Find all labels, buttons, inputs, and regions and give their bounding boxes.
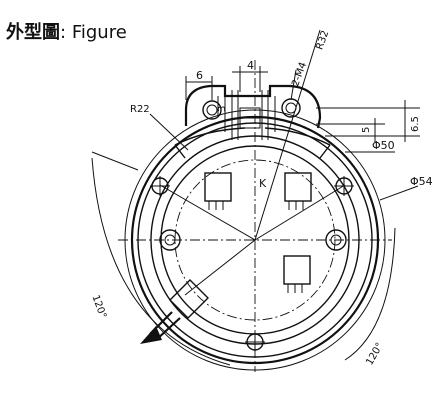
mount-hole-right — [281, 98, 301, 118]
hole-left — [159, 229, 181, 251]
k-label: K — [259, 177, 267, 190]
mount-hole-left — [202, 100, 222, 120]
hole-left-inner — [164, 234, 176, 246]
m4-leader — [290, 69, 297, 101]
mounting-lug — [184, 84, 322, 140]
title-separator: : — [60, 22, 67, 43]
hole-right-outer — [325, 229, 347, 251]
brush-holder-left-body — [204, 172, 232, 202]
brush-holder-right-body — [284, 172, 312, 202]
hole-right-inner — [330, 234, 342, 246]
mount-hole-right-inner — [285, 102, 297, 114]
brush-holder-bottom-body — [283, 255, 311, 285]
dim-5-label: 5 — [361, 127, 372, 133]
figure-title: 外型圖: Figure — [6, 18, 127, 44]
r32-label: R32 — [314, 29, 331, 51]
radial-line-lower — [184, 239, 256, 296]
r22-sleeve — [174, 127, 331, 159]
brush-holder-left — [204, 172, 232, 210]
radial-line-left — [159, 184, 256, 241]
angle-arc-left-tick — [91, 151, 139, 171]
r32-leader — [254, 29, 321, 241]
cable-gland — [169, 279, 209, 319]
lug-outline — [184, 84, 322, 129]
sleeve-arc-left — [174, 127, 246, 146]
brush-holder-right — [284, 172, 312, 210]
angle-120-left-label: 120° — [89, 294, 108, 320]
mount-hole-left-inner — [206, 104, 218, 116]
radial-line-right — [254, 184, 346, 241]
phi54-leader — [379, 185, 419, 201]
hole-upper-left — [150, 176, 170, 196]
dim-6-label: 6 — [196, 69, 203, 82]
angle-arc-right — [344, 227, 396, 361]
sleeve-arc-right — [264, 127, 331, 146]
screw-holes — [150, 176, 354, 352]
dim-4-label: 4 — [247, 59, 254, 72]
r22-leader — [149, 113, 189, 151]
hole-right — [325, 229, 347, 251]
cable-arrow-head — [140, 326, 162, 344]
dimension-labels: 6 4 3 2-M4 R32 R22 5 6.5 Φ50 Φ54 K 120° … — [89, 29, 432, 367]
brush-holder-bottom — [283, 255, 311, 293]
phi50-label: Φ50 — [372, 139, 395, 152]
angle-arc-left — [91, 157, 231, 366]
hole-left-outer — [159, 229, 181, 251]
title-english: Figure — [71, 22, 127, 43]
dim-3-label: 3 — [217, 106, 228, 112]
sleeve-end-right — [319, 144, 331, 159]
hole-bottom — [245, 332, 265, 352]
dim-65-label: 6.5 — [410, 116, 421, 132]
r22-label: R22 — [130, 104, 150, 115]
angle-120-right-label: 120° — [364, 341, 386, 367]
title-chinese: 外型圖 — [6, 22, 60, 43]
sleeve-end-left — [174, 144, 186, 159]
hole-upper-right — [334, 176, 354, 196]
cable-exit — [140, 279, 209, 344]
dimension-lines — [91, 66, 420, 366]
phi54-label: Φ54 — [410, 175, 433, 188]
center-lines — [118, 29, 392, 372]
